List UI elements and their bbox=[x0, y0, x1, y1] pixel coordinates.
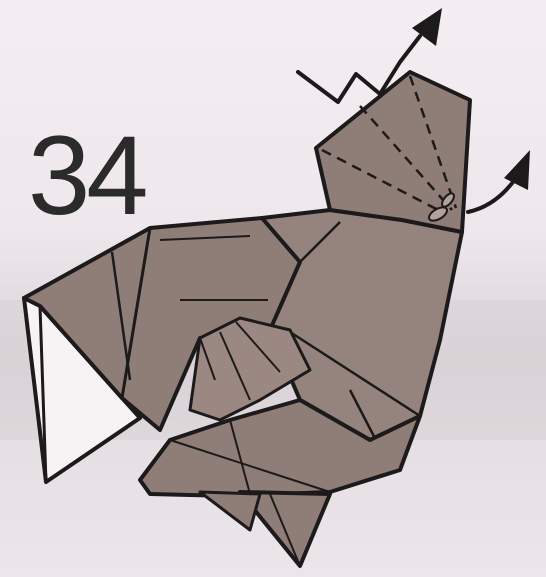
curved-arrow-icon bbox=[468, 150, 530, 212]
head-flap bbox=[316, 72, 470, 232]
feet bbox=[200, 492, 330, 566]
